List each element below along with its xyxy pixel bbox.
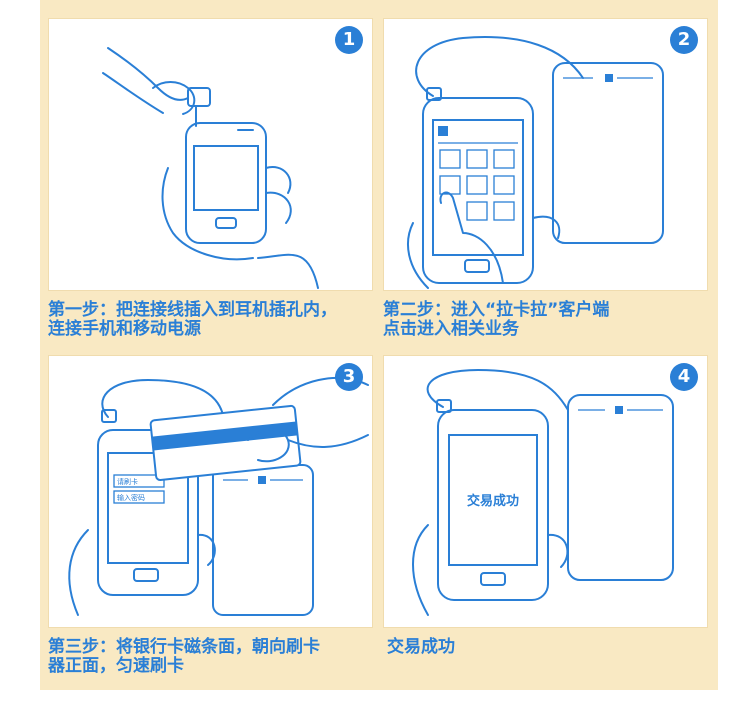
bank-card-icon: [149, 404, 302, 481]
step-3-caption: 第三步：将银行卡磁条面，朝向刷卡 器正面，匀速刷卡: [48, 638, 320, 676]
caption-line: 器正面，匀速刷卡: [48, 656, 184, 676]
caption-line: 第一步：把连接线插入到耳机插孔内，: [48, 300, 337, 320]
card-swipe-icon: 请刷卡 输入密码: [68, 377, 369, 616]
caption-line: 点击进入相关业务: [383, 319, 519, 339]
phone-app-card-reader-icon: [407, 36, 664, 289]
success-screen-text: 交易成功: [467, 493, 519, 509]
caption-line: 第三步：将银行卡磁条面，朝向刷卡: [48, 637, 320, 657]
step-1-illustration: 1: [48, 18, 373, 291]
caption-line: 连接手机和移动电源: [48, 319, 201, 339]
step-3-illustration: 请刷卡 输入密码 3: [48, 355, 373, 628]
step-4-illustration: 交易成功 4: [383, 355, 708, 628]
step-4-caption: 交易成功: [387, 638, 455, 657]
screen-pin-text: 输入密码: [117, 493, 145, 502]
transaction-success-icon: 交易成功: [412, 369, 674, 616]
step-1-caption: 第一步：把连接线插入到耳机插孔内， 连接手机和移动电源: [48, 301, 337, 339]
step-2-caption: 第二步：进入“拉卡拉”客户端 点击进入相关业务: [383, 301, 609, 339]
caption-line: 交易成功: [387, 637, 455, 657]
step-number-badge: 1: [335, 26, 363, 54]
hand-phone-plug-icon: [102, 47, 319, 289]
caption-line: 第二步：进入“拉卡拉”客户端: [383, 300, 610, 320]
screen-swipe-text: 请刷卡: [117, 477, 138, 486]
step-2-illustration: 2: [383, 18, 708, 291]
step-number-badge: 3: [335, 363, 363, 391]
step-number-badge: 4: [670, 363, 698, 391]
step-number-badge: 2: [670, 26, 698, 54]
